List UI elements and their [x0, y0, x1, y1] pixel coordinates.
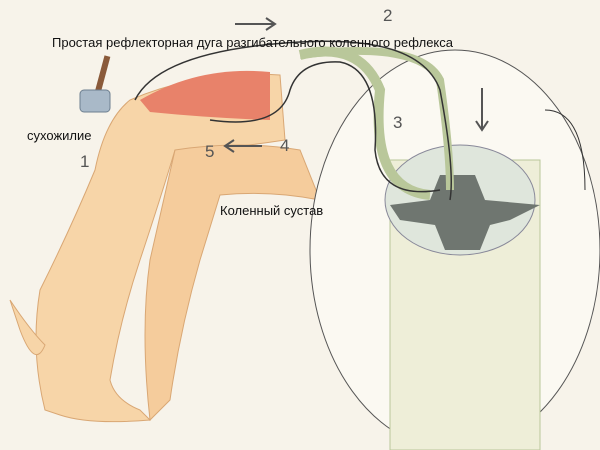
- marker-4: 4: [280, 136, 290, 155]
- spinal-cord-section: [309, 49, 600, 450]
- marker-5: 5: [205, 142, 215, 161]
- quadriceps-muscle: [140, 70, 270, 120]
- diagram-title: Простая рефлекторная дуга разгибательног…: [52, 35, 453, 50]
- direction-arrows: [223, 17, 489, 153]
- marker-1: 1: [80, 152, 90, 171]
- marker-3: 3: [393, 113, 403, 132]
- leg: [9, 73, 321, 423]
- reflex-hammer: [79, 55, 111, 113]
- knee-joint-label: Коленный сустав: [220, 203, 324, 218]
- marker-2: 2: [383, 6, 393, 25]
- tendon-label: сухожилие: [27, 128, 92, 143]
- nerve-fibers: [134, 40, 586, 201]
